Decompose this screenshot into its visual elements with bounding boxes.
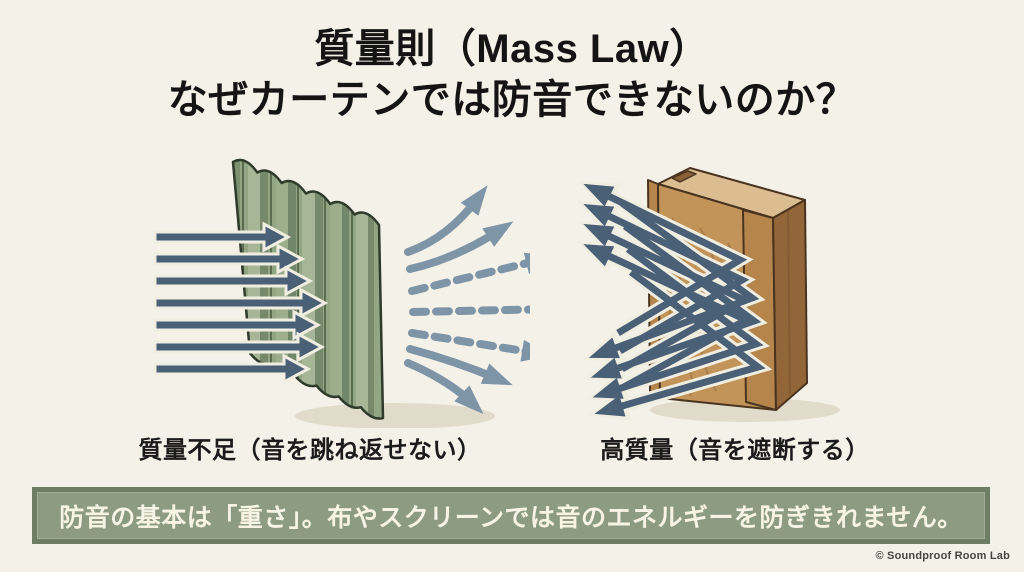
title-line2: なぜカーテンでは防音できないのか？ [167,78,857,122]
right-figure-caption: 高質量（音を遮断する） [600,437,870,464]
summary-banner-text: 防音の基本は「重さ」。布やスクリーンでは音のエネルギーを防ぎきれません。 [59,503,963,532]
incoming-sound-arrows [153,221,329,385]
reflected-sound-arrows [577,181,773,421]
summary-banner: 防音の基本は「重さ」。布やスクリーンでは音のエネルギーを防ぎきれません。 [32,487,990,544]
left-figure-caption: 質量不足（音を跳ね返せない） [138,437,482,464]
transmitted-sound-arrows [404,185,530,415]
page-title: 質量則（Mass Law） なぜカーテンでは防音できないのか？ [0,24,1024,126]
curtain-shadow [295,403,495,428]
panel-shadow [650,398,840,422]
credit-watermark: © Soundproof Room Lab [875,550,1010,562]
curtain-illustration [153,158,530,428]
title-line1: 質量則（Mass Law） [314,27,710,71]
wood-panel-illustration [577,167,840,422]
curtain [231,158,385,420]
